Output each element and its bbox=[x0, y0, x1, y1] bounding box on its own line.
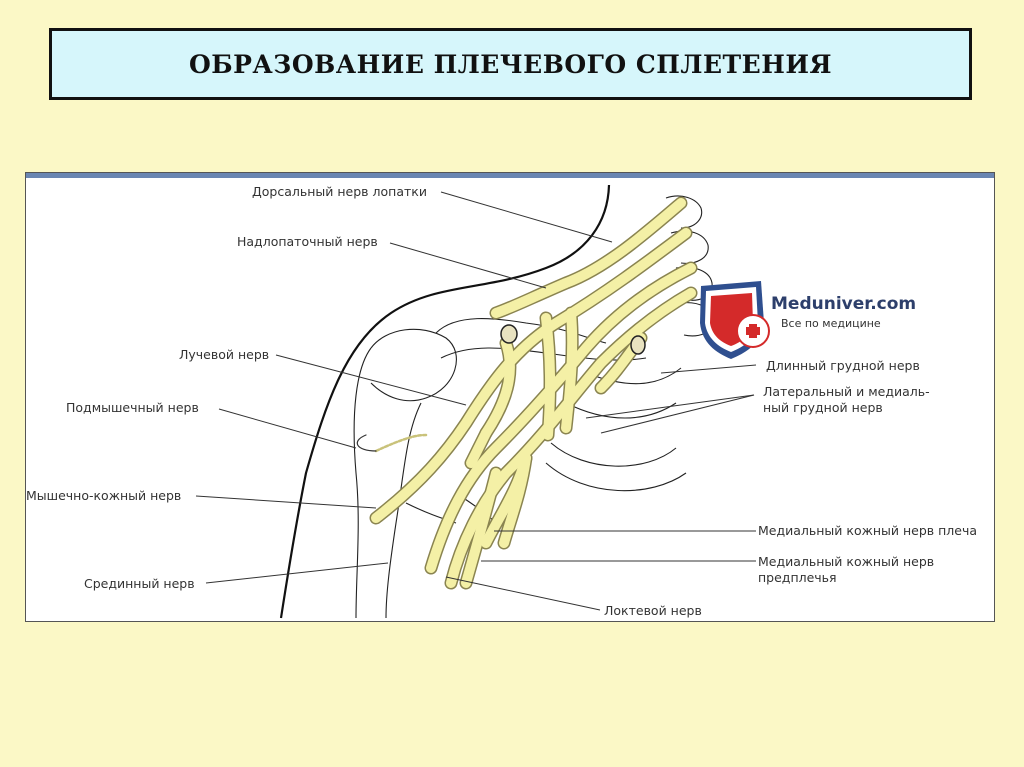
label-median-nerve: Срединный нерв bbox=[84, 576, 195, 591]
page-title: ОБРАЗОВАНИЕ ПЛЕЧЕВОГО СПЛЕТЕНИЯ bbox=[188, 49, 832, 79]
label-ulnar-nerve: Локтевой нерв bbox=[604, 603, 702, 618]
label-medial-cutaneous-arm: Медиальный кожный нерв плеча bbox=[758, 523, 977, 538]
leader-lines bbox=[195, 191, 757, 611]
label-axillary-nerve: Подмышечный нерв bbox=[66, 400, 199, 415]
vessel-rings bbox=[500, 324, 646, 355]
title-box: ОБРАЗОВАНИЕ ПЛЕЧЕВОГО СПЛЕТЕНИЯ bbox=[49, 28, 972, 100]
label-suprascapular-nerve: Надлопаточный нерв bbox=[237, 234, 378, 249]
label-medial-cutaneous-forearm-line2: предплечья bbox=[758, 570, 837, 585]
logo-brand: Meduniver.com bbox=[771, 294, 916, 314]
label-long-thoracic-nerve: Длинный грудной нерв bbox=[766, 358, 920, 373]
label-dorsal-scapular-nerve: Дорсальный нерв лопатки bbox=[252, 184, 427, 199]
logo-tagline: Все по медицине bbox=[781, 317, 881, 330]
brachial-plexus-diagram: Дорсальный нерв лопатки Надлопаточный не… bbox=[26, 184, 977, 619]
nerves bbox=[356, 196, 698, 590]
figure-top-bar bbox=[26, 173, 994, 178]
shoulder-outline bbox=[279, 184, 611, 619]
anatomy-figure: Дорсальный нерв лопатки Надлопаточный не… bbox=[25, 172, 995, 622]
label-medial-cutaneous-forearm-line1: Медиальный кожный нерв bbox=[758, 554, 934, 569]
label-radial-nerve: Лучевой нерв bbox=[179, 347, 269, 362]
label-musculocutaneous-nerve: Мышечно-кожный нерв bbox=[26, 488, 181, 503]
label-pectoral-nerves-line2: ный грудной нерв bbox=[763, 400, 883, 415]
label-pectoral-nerves-line1: Латеральный и медиаль- bbox=[763, 384, 930, 399]
meduniver-logo: Meduniver.com Все по медицине bbox=[700, 281, 916, 359]
